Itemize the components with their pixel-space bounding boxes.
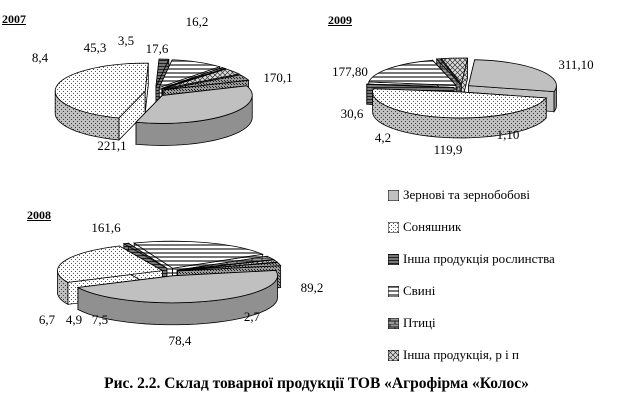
data-label: 30,6: [341, 106, 364, 121]
legend-item: Зернові та зернобобові: [388, 179, 555, 211]
pie-slice: [366, 83, 455, 88]
pie-slice: [122, 242, 168, 269]
pie-slice-shade: [372, 91, 547, 138]
legend-swatch: [388, 189, 399, 201]
pie-slice: [57, 245, 164, 283]
data-label: 4,9: [66, 312, 82, 327]
data-label: 4,2: [375, 130, 391, 145]
legend-label: Зернові та зернобобові: [403, 187, 530, 202]
pie-slice: [435, 58, 461, 85]
pie-slice: [177, 262, 282, 272]
data-label: 3,5: [118, 33, 134, 48]
pie-slice-shade: [57, 269, 68, 305]
pie-slice: [54, 62, 149, 119]
pie-slice: [161, 67, 227, 89]
data-label: 119,9: [434, 142, 463, 157]
pie-slice-shade: [554, 85, 557, 112]
data-label: 17,6: [146, 41, 169, 56]
data-label: 45,3: [84, 40, 107, 55]
data-label: 89,2: [301, 280, 324, 295]
data-label: 170,1: [263, 70, 292, 85]
pie-slice: [467, 59, 557, 93]
pie-slice: [158, 59, 221, 89]
legend-swatch: [388, 253, 399, 265]
data-label: 1,10: [497, 127, 520, 142]
pie-slice: [132, 240, 264, 269]
legend-label: Птиці: [403, 315, 436, 330]
legend-label: Інша продукція, р і п: [403, 347, 519, 362]
pie-slice: [177, 255, 275, 271]
data-label: 311,10: [558, 57, 593, 72]
chart-title-2008: 2008: [27, 208, 51, 222]
data-label: 177,80: [332, 64, 368, 79]
legend: Зернові та зернобобові Соняшник Інша про…: [388, 179, 555, 371]
data-label: 16,2: [186, 14, 209, 29]
legend-item: Інша продукція рослинства: [388, 243, 555, 275]
legend-label: Інша продукція рослинства: [403, 251, 555, 266]
pie-slice: [372, 88, 548, 119]
pie-slice: [135, 85, 253, 124]
figure-caption: Рис. 2.2. Склад товарної продукції ТОВ «…: [104, 375, 529, 392]
legend-item: Птиці: [388, 307, 555, 339]
data-label: 221,1: [97, 138, 126, 153]
data-label: 6,7: [39, 312, 56, 327]
legend-item: Інша продукція, р і п: [388, 339, 555, 371]
legend-swatch: [388, 285, 399, 297]
chart-title-2009: 2009: [328, 13, 352, 27]
legend-label: Соняшник: [403, 219, 462, 234]
pie-slice: [76, 270, 278, 304]
legend-swatch: [388, 317, 399, 329]
pie-slice: [440, 57, 469, 85]
data-label: 8,4: [32, 50, 49, 65]
pie-slice: [177, 259, 279, 271]
pie-slice-shade: [136, 95, 253, 146]
pie-slice: [163, 74, 250, 91]
data-label: 78,4: [169, 333, 192, 348]
data-label: 2,7: [244, 309, 261, 324]
legend-swatch: [388, 221, 399, 233]
pie-slice-shade: [77, 275, 278, 325]
legend-label: Свині: [403, 283, 436, 298]
chart-title-2007: 2007: [2, 12, 26, 26]
legend-item: Соняшник: [388, 211, 555, 243]
pie-slice: [368, 59, 457, 86]
pie-slice: [162, 68, 241, 90]
legend-swatch: [388, 349, 399, 361]
legend-item: Свині: [388, 275, 555, 307]
pie-slice: [155, 58, 170, 88]
data-label: 7,5: [92, 312, 108, 327]
pie-slice-shade: [55, 91, 119, 140]
data-label: 161,6: [91, 220, 121, 235]
